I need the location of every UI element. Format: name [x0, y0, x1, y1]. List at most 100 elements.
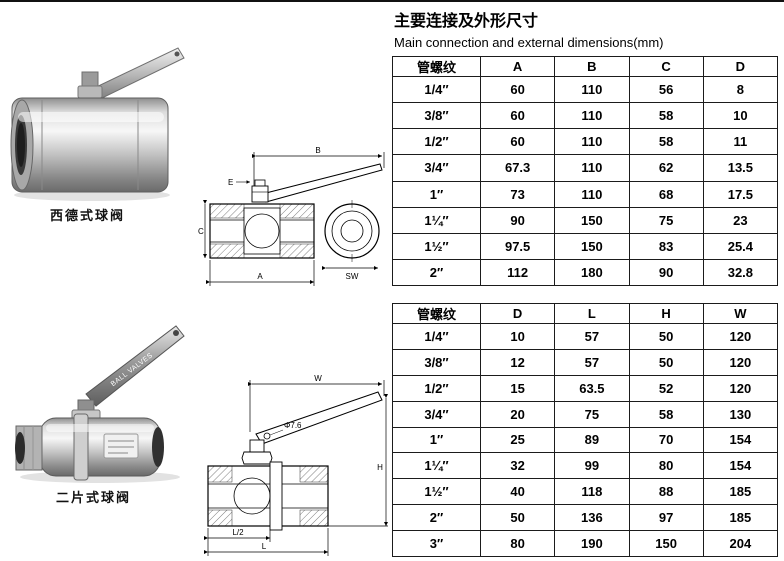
section-body: [207, 461, 329, 531]
dimension-value-cell: 60: [479, 102, 556, 130]
dimension-value-cell: 11: [702, 128, 779, 156]
dimension-value-cell: 57: [554, 348, 630, 376]
column-header: W: [702, 303, 779, 324]
thread-size-cell: 3/4″: [392, 400, 481, 428]
column-header: D: [479, 303, 556, 324]
label-l: L: [262, 542, 267, 551]
section-handle: [255, 391, 383, 445]
dimension-value-cell: 73: [479, 180, 556, 208]
dimension-value-cell: 58: [628, 400, 704, 428]
body-seam-flange: [73, 413, 89, 481]
dimension-value-cell: 120: [702, 374, 779, 402]
dimension-value-cell: 23: [702, 206, 779, 234]
handle-text: BALL VALVES: [110, 352, 155, 388]
section-stem: [241, 439, 273, 465]
valve2-caption: 二片式球阀: [56, 490, 132, 505]
dimension-value-cell: 97.5: [479, 232, 556, 260]
label-c: C: [198, 227, 204, 236]
label-a: A: [257, 272, 263, 281]
dimension-value-cell: 120: [702, 323, 779, 350]
end-view: [324, 200, 380, 262]
two-piece-drawing: W Φ7.6: [203, 374, 389, 556]
dimension-value-cell: 13.5: [702, 154, 779, 182]
dimension-value-cell: 25: [479, 426, 556, 454]
dimension-value-cell: 17.5: [702, 180, 779, 208]
column-header: A: [479, 56, 556, 77]
dimension-value-cell: 110: [554, 102, 630, 130]
dimension-value-cell: 70: [628, 426, 704, 454]
dimension-value-cell: 150: [554, 232, 630, 260]
thread-size-cell: 1″: [392, 180, 481, 208]
column-header: 管螺纹: [392, 56, 481, 77]
dimension-value-cell: 110: [554, 180, 630, 208]
dimension-value-cell: 52: [628, 374, 704, 402]
valve1-caption: 西德式球阀: [50, 208, 126, 223]
dimension-value-cell: 118: [554, 478, 630, 506]
dimension-value-cell: 68: [628, 180, 704, 208]
dimension-value-cell: 204: [702, 530, 779, 557]
dimension-value-cell: 130: [702, 400, 779, 428]
dimension-value-cell: 110: [554, 154, 630, 182]
dimension-value-cell: 150: [628, 530, 704, 557]
phi-leader-line: [269, 429, 284, 436]
dimension-value-cell: 75: [628, 206, 704, 234]
dimension-value-cell: 190: [554, 530, 630, 557]
dimension-value-cell: 75: [554, 400, 630, 428]
thread-size-cell: 1/2″: [392, 374, 481, 402]
valve-body: [15, 413, 164, 481]
seam-flange: [269, 461, 283, 531]
dimension-value-cell: 50: [628, 348, 704, 376]
column-header: D: [702, 56, 779, 77]
dimension-value-cell: 99: [554, 452, 630, 480]
one-piece-valve-image: [10, 47, 185, 201]
dimension-value-cell: 50: [628, 323, 704, 350]
thread-size-cell: 1″: [392, 426, 481, 454]
outlet-bore: [152, 427, 164, 467]
dimension-value-cell: 110: [554, 128, 630, 156]
thread-size-cell: 1½″: [392, 232, 481, 260]
label-sw: SW: [346, 272, 359, 281]
dimension-value-cell: 80: [479, 530, 556, 557]
dimension-value-cell: 154: [702, 452, 779, 480]
section-handle: [261, 163, 383, 203]
page-title-english: Main connection and external dimensions(…: [394, 35, 664, 50]
dimension-value-cell: 83: [628, 232, 704, 260]
dimension-l: [203, 528, 329, 556]
label-w: W: [314, 374, 322, 383]
dimension-value-cell: 110: [554, 75, 630, 104]
highlight: [46, 424, 154, 432]
column-header: 管螺纹: [392, 303, 481, 324]
dimension-value-cell: 150: [554, 206, 630, 234]
valve-photo-two-piece: BALL VALVES: [12, 300, 188, 489]
dimension-value-cell: 8: [702, 75, 779, 104]
dimension-value-cell: 89: [554, 426, 630, 454]
body-label: [103, 433, 139, 459]
thread-size-cell: 2″: [392, 504, 481, 531]
label-b: B: [315, 146, 320, 155]
dimension-value-cell: 112: [479, 258, 556, 287]
dimension-value-cell: 88: [628, 478, 704, 506]
dimension-value-cell: 62: [628, 154, 704, 182]
dimension-value-cell: 32.8: [702, 258, 779, 287]
dimension-value-cell: 90: [628, 258, 704, 287]
dimension-value-cell: 40: [479, 478, 556, 506]
dimension-value-cell: 58: [628, 102, 704, 130]
label-h: H: [377, 463, 383, 472]
thread-size-cell: 2″: [392, 258, 481, 287]
